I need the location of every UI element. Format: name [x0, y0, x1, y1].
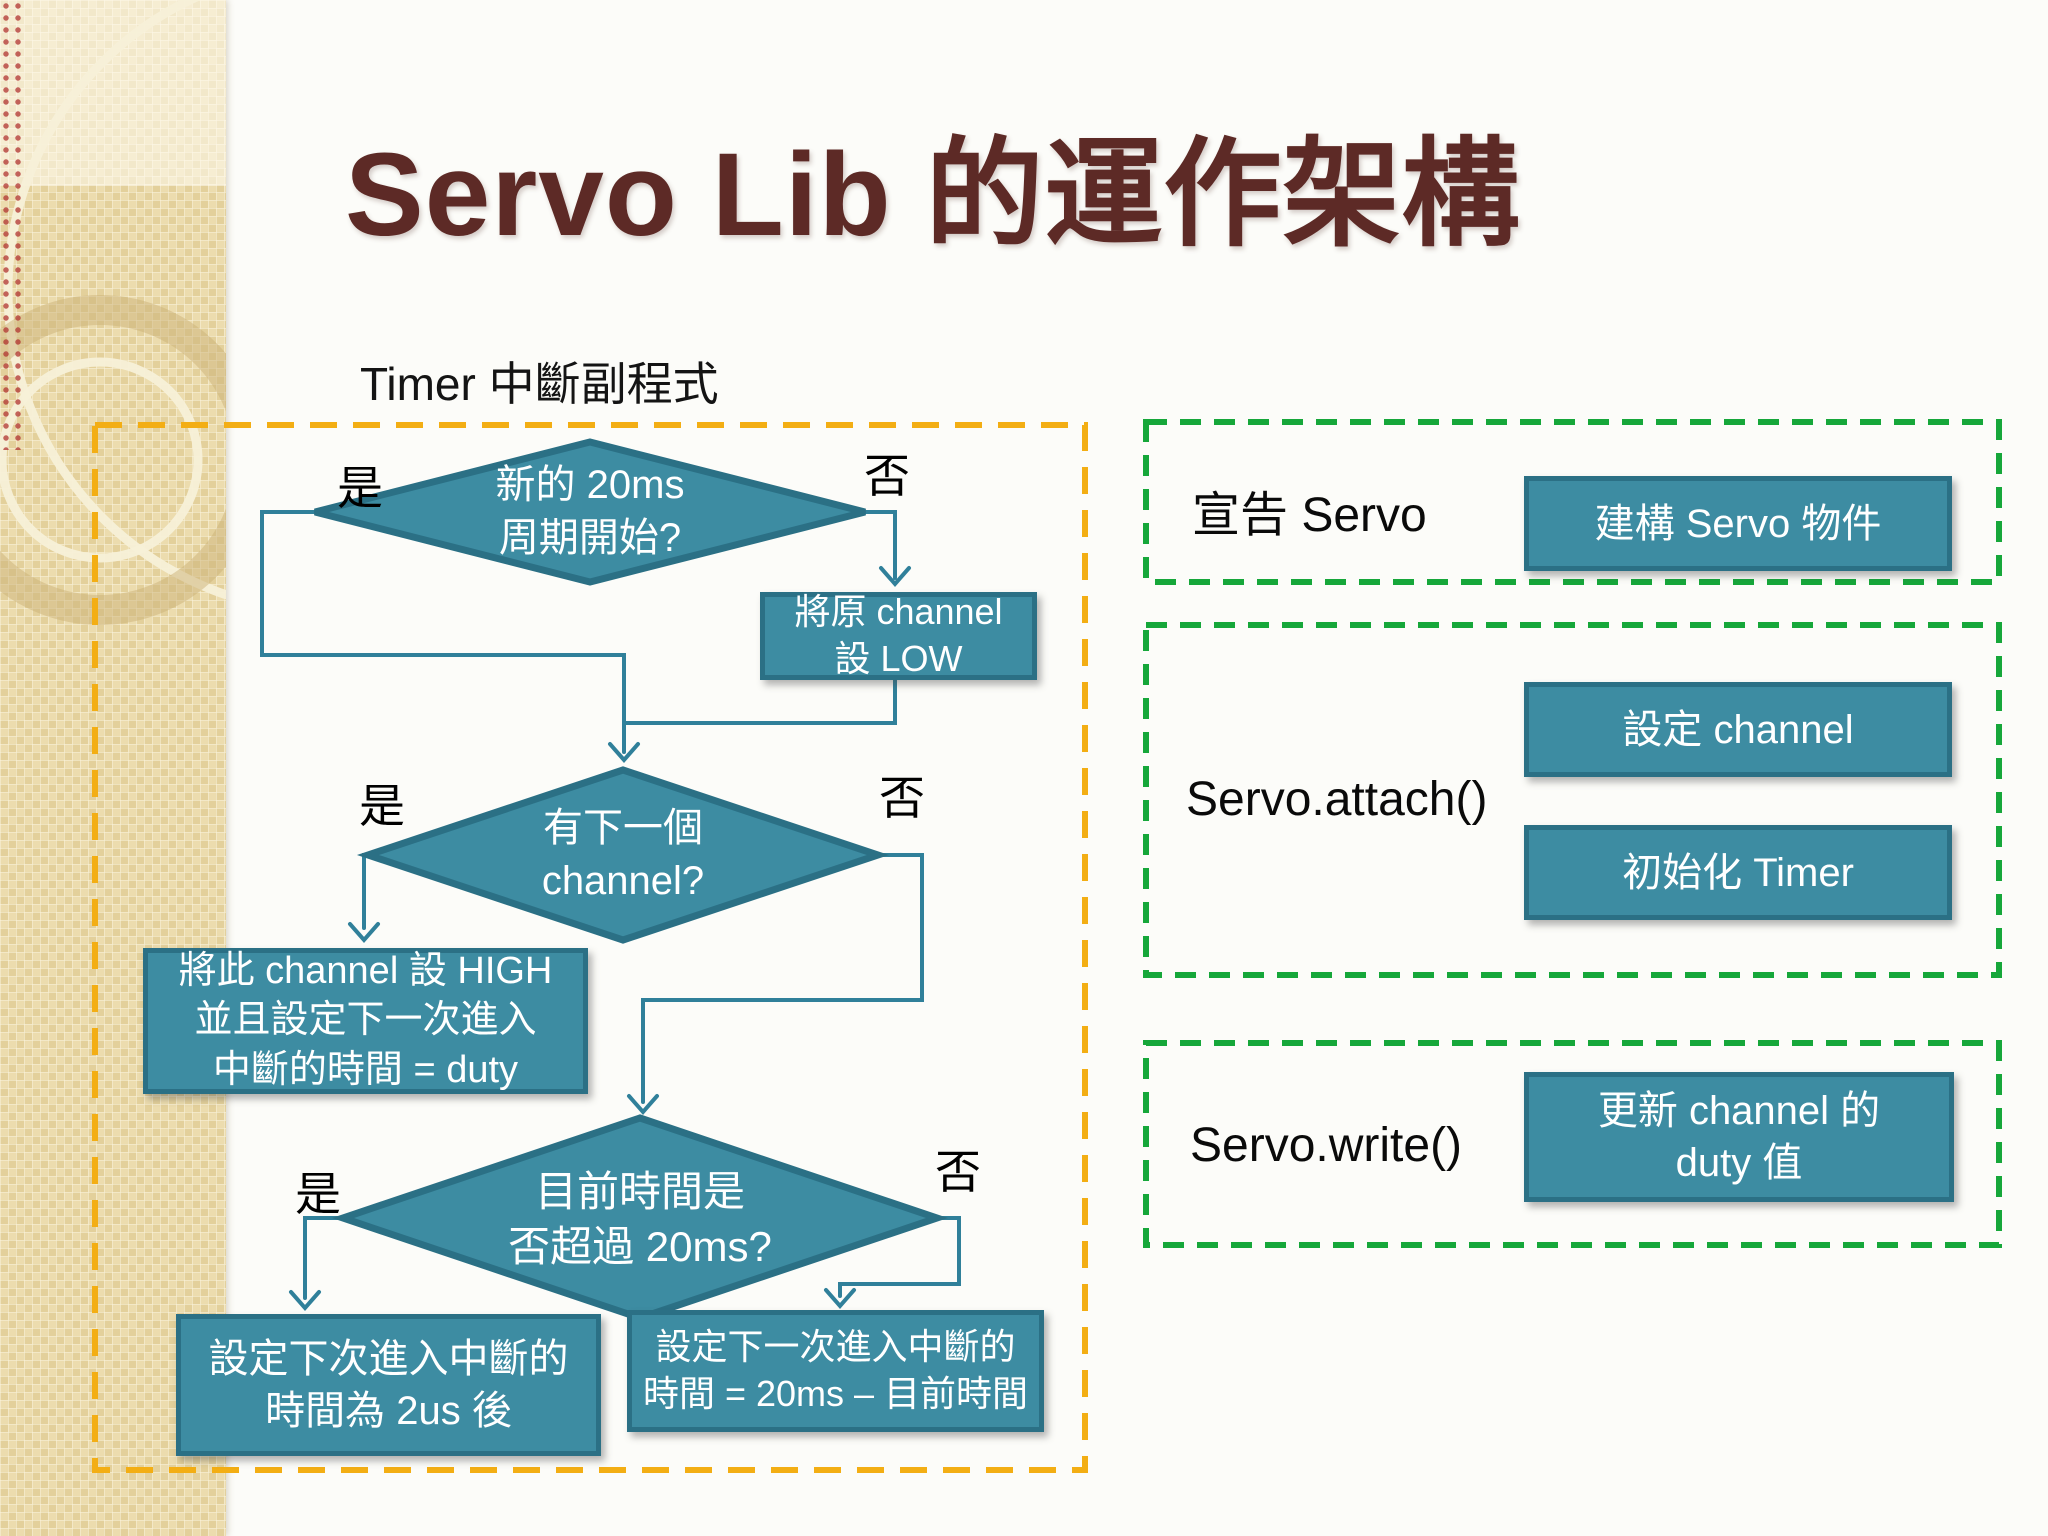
branch-yes-label: 是 — [359, 781, 405, 832]
connector-d2-no — [641, 853, 924, 1104]
process-set-channel-low: 將原 channel 設 LOW — [760, 591, 1037, 680]
connector-d1-yes — [260, 510, 626, 754]
decision-line: channel? — [541, 859, 705, 903]
arrowhead-into-set-high — [348, 922, 380, 944]
decision-line: 有下一個 — [543, 806, 703, 851]
arrowhead-into-2us-box — [289, 1290, 321, 1312]
servo-attach-boundary — [1143, 622, 2002, 978]
decision-line: 否超過 20ms? — [508, 1223, 772, 1270]
connector-d1-no — [863, 510, 897, 580]
flow-region-label: Timer 中斷副程式 — [360, 358, 719, 410]
timer-isr-boundary — [92, 422, 1088, 1473]
arrowhead-into-set-low — [879, 566, 911, 588]
process-line: 將原 channel — [794, 591, 1003, 633]
box-line: 設定 channel — [1622, 707, 1854, 752]
band-texture — [0, 0, 226, 1536]
api-servo-attach-label: Servo.attach() — [1186, 773, 1488, 826]
box-set-channel: 設定 channel — [1524, 682, 1952, 777]
decision-time-over-20ms-label: 目前時間是 否超過 20ms? — [390, 1148, 890, 1290]
connector-setlow-to-junction — [622, 676, 897, 725]
process-line: 設 LOW — [834, 638, 963, 679]
branch-no-label: 否 — [864, 451, 910, 502]
branch-no-label: 否 — [935, 1147, 981, 1198]
process-line: 設定下一次進入中斷的 — [655, 1326, 1016, 1368]
process-line: 中斷的時間 = duty — [212, 1048, 519, 1091]
process-line: 將此 channel 設 HIGH — [178, 949, 553, 992]
decision-new-20ms-cycle-label: 新的 20ms 周期開始? — [340, 452, 840, 572]
process-line: 設定下次進入中斷的 — [208, 1337, 569, 1381]
box-line: 初始化 Timer — [1622, 850, 1854, 895]
outer-ring-decoration — [0, 295, 226, 625]
decorative-side-band — [0, 0, 226, 1536]
process-next-interrupt-20ms-minus: 設定下一次進入中斷的 時間 = 20ms – 目前時間 — [627, 1310, 1044, 1432]
branch-yes-label: 是 — [295, 1169, 341, 1220]
process-line: 時間 = 20ms – 目前時間 — [642, 1373, 1029, 1414]
decision-line: 目前時間是 — [534, 1167, 745, 1215]
inner-ring-decoration — [0, 357, 203, 563]
band-red-dots — [0, 0, 26, 450]
process-line: 並且設定下一次進入 — [194, 999, 537, 1042]
decision-line: 周期開始? — [498, 516, 682, 560]
arrowhead-into-20ms-box — [824, 1288, 856, 1310]
box-init-timer: 初始化 Timer — [1524, 825, 1952, 920]
declare-servo-boundary — [1143, 419, 2002, 585]
box-update-channel-duty: 更新 channel 的 duty 值 — [1524, 1072, 1954, 1202]
servo-write-boundary — [1143, 1040, 2002, 1248]
decision-new-20ms-cycle — [314, 438, 866, 586]
process-next-interrupt-2us: 設定下次進入中斷的 時間為 2us 後 — [176, 1314, 601, 1456]
box-line: 更新 channel 的 — [1597, 1089, 1881, 1133]
connector-d2-yes — [362, 853, 370, 930]
branch-no-label: 否 — [879, 773, 925, 824]
decision-next-channel-label: 有下一個 channel? — [373, 790, 873, 920]
arrowhead-into-d3 — [627, 1094, 659, 1116]
api-declare-servo-label: 宣告 Servo — [1192, 489, 1427, 542]
box-construct-servo-object: 建構 Servo 物件 — [1524, 476, 1952, 571]
process-set-channel-high: 將此 channel 設 HIGH 並且設定下一次進入 中斷的時間 = duty — [143, 948, 588, 1094]
decision-next-channel — [356, 766, 890, 944]
process-line: 時間為 2us 後 — [265, 1389, 512, 1433]
page-title: Servo Lib 的運作架構 — [345, 129, 1521, 261]
arrowhead-into-d2 — [608, 742, 640, 764]
connector-d3-no — [838, 1216, 961, 1298]
connector-d3-yes — [303, 1216, 345, 1300]
decision-line: 新的 20ms — [495, 463, 685, 508]
branch-yes-label: 是 — [337, 463, 383, 514]
api-servo-write-label: Servo.write() — [1190, 1119, 1463, 1172]
box-line: duty 值 — [1675, 1141, 1803, 1185]
box-line: 建構 Servo 物件 — [1594, 501, 1882, 546]
